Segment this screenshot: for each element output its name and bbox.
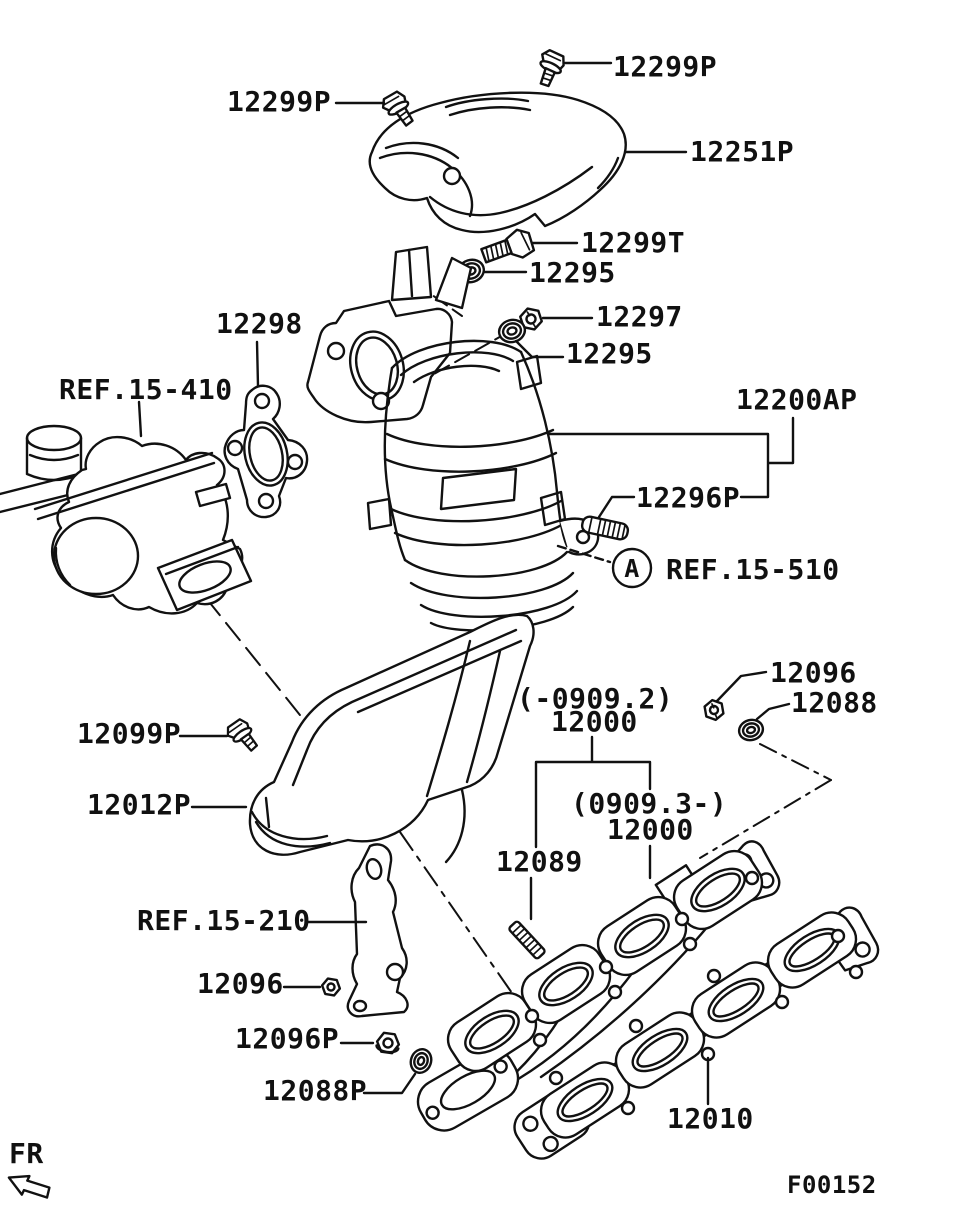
- label-stud-converter: 12296P: [636, 481, 740, 514]
- stay-bracket-drawing: [346, 843, 409, 1018]
- label-washer-lower: 12295: [566, 337, 653, 370]
- nut-12297: [519, 307, 543, 331]
- nut-12096-upper: [703, 698, 725, 722]
- label-bolt-heat-shield: 12099P: [77, 717, 181, 750]
- label-converter-assembly: 12200AP: [736, 383, 858, 416]
- label-manifold-late: 12000: [607, 813, 694, 846]
- label-nut-manifold-upper: 12096: [770, 656, 857, 689]
- label-manifold-early-range: (-0909.2): [517, 682, 673, 715]
- callout-labels: 12299P 12299P 12251P 12299T 12295 12297 …: [9, 50, 878, 1199]
- detail-a-letter: A: [624, 554, 640, 583]
- nut-12096p: [375, 1031, 401, 1055]
- label-manifold-late-range: (0909.3-): [571, 787, 727, 820]
- washer-12088p: [409, 1048, 433, 1074]
- label-ref-exhaust-pipe: REF.15-510: [666, 553, 840, 586]
- bolt-12299p-left: [381, 90, 414, 127]
- label-nut-manifold-lower: 12096P: [235, 1022, 339, 1055]
- label-gasket-turbo: 12298: [216, 307, 303, 340]
- leader-lines: [137, 61, 795, 1106]
- washer-12295-lower: [497, 318, 527, 344]
- figure-code: F00152: [787, 1171, 877, 1199]
- label-washer-manifold-lower: 12088P: [263, 1074, 367, 1107]
- label-stud-manifold: 12089: [496, 845, 583, 878]
- stud-12296p: [580, 515, 630, 541]
- label-nut-converter: 12297: [596, 300, 683, 333]
- label-ref-turbocharger: REF.15-410: [59, 373, 233, 406]
- stud-12089: [508, 920, 546, 960]
- label-gasket-manifold: 12010: [667, 1102, 754, 1135]
- label-nut-stay: 12096: [197, 967, 284, 1000]
- label-bolt-converter: 12299T: [581, 226, 685, 259]
- label-manifold-early: 12000: [551, 705, 638, 738]
- fr-arrow: [7, 1174, 51, 1199]
- catalytic-converter-drawing: [306, 245, 600, 632]
- label-heat-shield-lower: 12012P: [87, 788, 191, 821]
- label-bolt-top-right: 12299P: [613, 50, 717, 83]
- manifold-gasket-drawing: [513, 906, 880, 1160]
- label-washer-upper: 12295: [529, 256, 616, 289]
- washer-12088: [737, 718, 765, 742]
- lower-heat-shield-drawing: [248, 613, 535, 864]
- nut-12096-lower: [320, 977, 342, 997]
- bolt-12299p-right: [539, 48, 565, 88]
- upper-heat-shield-drawing: [368, 91, 627, 234]
- label-ref-stay: REF.15-210: [137, 904, 311, 937]
- bolt-12299t: [480, 228, 536, 264]
- label-fr: FR: [9, 1137, 44, 1170]
- exhaust-manifold-drawing: [416, 840, 781, 1132]
- turbo-gasket-12298: [223, 384, 309, 519]
- bolt-12099p: [226, 718, 259, 752]
- turbocharger-drawing: [0, 424, 253, 615]
- label-washer-manifold-upper: 12088: [791, 686, 878, 719]
- label-bolt-top-left: 12299P: [227, 85, 331, 118]
- detail-a-marker: A: [611, 547, 653, 589]
- label-heat-shield-upper: 12251P: [690, 135, 794, 168]
